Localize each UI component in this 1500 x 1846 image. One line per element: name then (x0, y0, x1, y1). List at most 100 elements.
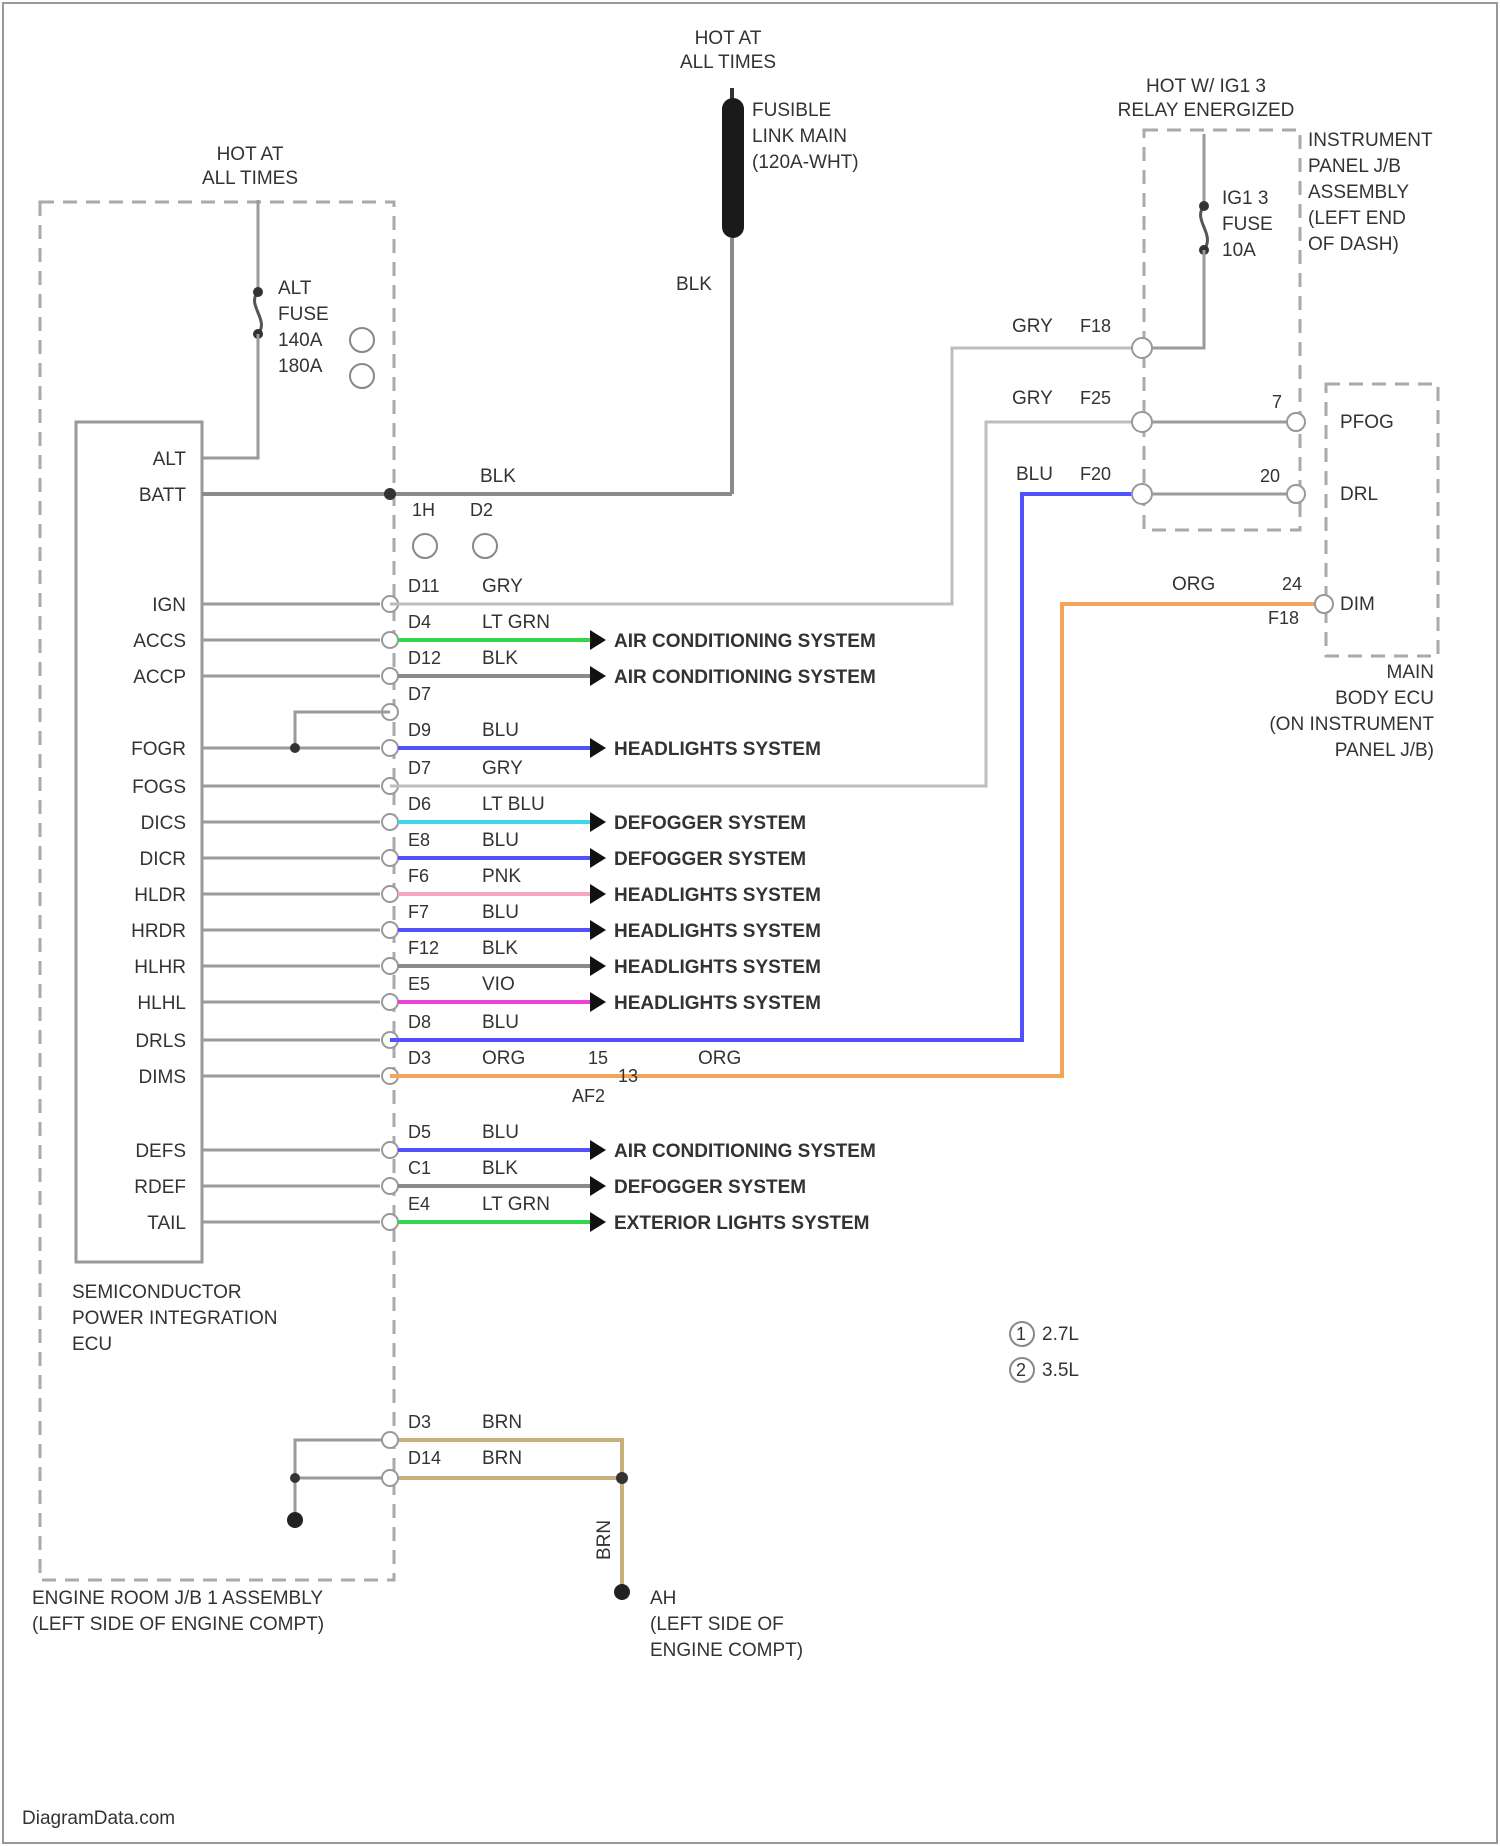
circuit-color-11: VIO (482, 974, 515, 995)
dim-side-connector: F18 (1268, 608, 1299, 628)
circuit-color-0: GRY (482, 576, 523, 597)
batt-wire-color: BLK (480, 466, 516, 487)
main-ecu-pin-dim: DIM (1340, 594, 1375, 615)
fusible-link-line1: FUSIBLE (752, 100, 831, 121)
fogr-splice-dot (290, 743, 300, 753)
circuit-pin-0: D11 (408, 576, 440, 596)
batt-splice (384, 488, 396, 500)
ecu-pin-dims: DIMS (139, 1067, 187, 1088)
alt-fuse-line3: 140A (278, 330, 323, 351)
ig1-fuse-symbol (1201, 206, 1208, 250)
circuit-pin-13: D3 (408, 1048, 431, 1068)
circuit-arrow-7 (590, 848, 606, 868)
circuit-connector-7 (382, 850, 398, 866)
pfog-side-pin: 7 (1272, 392, 1282, 412)
ground-color-2: BRN (482, 1448, 522, 1469)
circuit-pin-4: D9 (408, 720, 431, 740)
circuit-arrow-1 (590, 630, 606, 650)
circuit-pin-2: D12 (408, 648, 441, 668)
circuit-pin-3: D7 (408, 684, 431, 704)
circuit-destination-11: HEADLIGHTS SYSTEM (614, 993, 821, 1014)
circuit-pin-10: F12 (408, 938, 439, 958)
ecu-pin-hldr: HLDR (134, 885, 186, 906)
circuit-connector-1 (382, 632, 398, 648)
ground-right-splice (616, 1472, 628, 1484)
circuit-destination-16: EXTERIOR LIGHTS SYSTEM (614, 1213, 869, 1234)
legend-key-1: 1 (1016, 1324, 1026, 1344)
circuit-destination-9: HEADLIGHTS SYSTEM (614, 921, 821, 942)
alt-fuse-variant-2-marker (350, 364, 374, 388)
alt-fuse-variant-1-marker (350, 328, 374, 352)
main-ecu-pin-drl: DRL (1340, 484, 1378, 505)
ecu-pin-accs: ACCS (133, 631, 186, 652)
circuit-destination-15: DEFOGGER SYSTEM (614, 1177, 806, 1198)
ecu-pin-dics: DICS (141, 813, 186, 834)
circuit-pin-15: C1 (408, 1158, 431, 1178)
fusible-link-symbol (722, 98, 744, 238)
ground-ah-desc-line2: ENGINE COMPT) (650, 1640, 803, 1661)
circuit-color-2: BLK (482, 648, 518, 669)
ecu-pin-rdef: RDEF (134, 1177, 186, 1198)
circuit-connector-8 (382, 886, 398, 902)
circuit-color-13: ORG (482, 1048, 525, 1069)
fusible-wire-color: BLK (676, 274, 712, 295)
ground-connector-2 (382, 1470, 398, 1486)
circuit-arrow-6 (590, 812, 606, 832)
circuit-pin-12: D8 (408, 1012, 431, 1032)
circuit-destination-14: AIR CONDITIONING SYSTEM (614, 1141, 876, 1162)
batt-pin-1h: 1H (412, 500, 435, 520)
fogr-splice-loop (295, 712, 390, 748)
circuit-destination-1: AIR CONDITIONING SYSTEM (614, 631, 876, 652)
ecu-pin-defs: DEFS (135, 1141, 186, 1162)
fusible-link-line2: LINK MAIN (752, 126, 847, 147)
watermark: DiagramData.com (22, 1808, 175, 1829)
ig1-fuse-node-top (1199, 201, 1209, 211)
circuit-color-8: PNK (482, 866, 521, 887)
ecu-pin-drls: DRLS (135, 1031, 186, 1052)
circuit-color-7: BLU (482, 830, 519, 851)
circuit-color-10: BLK (482, 938, 518, 959)
circuit-color-5: GRY (482, 758, 523, 779)
ig1-fuse-line2: FUSE (1222, 214, 1273, 235)
batt-variant-1-marker (413, 534, 437, 558)
alt-fuse-to-ecu-wire (202, 334, 258, 458)
ig1-relay-feed-line1: HOT W/ IG1 3 (1146, 76, 1266, 97)
circuit-color-16: LT GRN (482, 1194, 550, 1215)
circuit-destination-7: DEFOGGER SYSTEM (614, 849, 806, 870)
circuit-destination-8: HEADLIGHTS SYSTEM (614, 885, 821, 906)
instrument-jb-line4: (LEFT END (1308, 208, 1406, 229)
circuit-connector-15 (382, 1178, 398, 1194)
ig1-relay-feed-line2: RELAY ENERGIZED (1118, 100, 1295, 121)
ecu-pin-labels: ALTBATTIGNACCSACCPFOGRFOGSDICSDICRHLDRHR… (131, 449, 186, 1234)
circuit-color-15: BLK (482, 1158, 518, 1179)
circuit-arrow-10 (590, 956, 606, 976)
ecu-pin-fogr: FOGR (131, 739, 186, 760)
ecu-pin-tail: TAIL (147, 1213, 186, 1234)
ecu-label-line2: POWER INTEGRATION (72, 1308, 277, 1329)
circuit-arrow-8 (590, 884, 606, 904)
hot-at-all-times-top-line2: ALL TIMES (680, 52, 776, 73)
ground-left-terminal (287, 1512, 303, 1528)
f20-pin: F20 (1080, 464, 1111, 484)
circuit-arrow-4 (590, 738, 606, 758)
main-ecu-pin-pfog: PFOG (1340, 412, 1394, 433)
circuit-pin-7: E8 (408, 830, 430, 850)
main-body-ecu-line4: PANEL J/B) (1335, 740, 1434, 761)
circuit-arrow-15 (590, 1176, 606, 1196)
circuit-destination-4: HEADLIGHTS SYSTEM (614, 739, 821, 760)
ground-pin-2: D14 (408, 1448, 441, 1468)
circuit-connector-2 (382, 668, 398, 684)
alt-fuse-line2: FUSE (278, 304, 329, 325)
ig1-fuse-line3: 10A (1222, 240, 1256, 261)
circuit-connector-6 (382, 814, 398, 830)
f25-color: GRY (1012, 388, 1053, 409)
ecu-pin-hlhr: HLHR (134, 957, 186, 978)
circuit-destination-10: HEADLIGHTS SYSTEM (614, 957, 821, 978)
ground-brn-wire-2 (390, 1478, 622, 1586)
ecu-pin-batt: BATT (139, 485, 187, 506)
circuit-pin-1: D4 (408, 612, 431, 632)
f25-connector (1132, 412, 1152, 432)
ecu-pin-dicr: DICR (140, 849, 186, 870)
